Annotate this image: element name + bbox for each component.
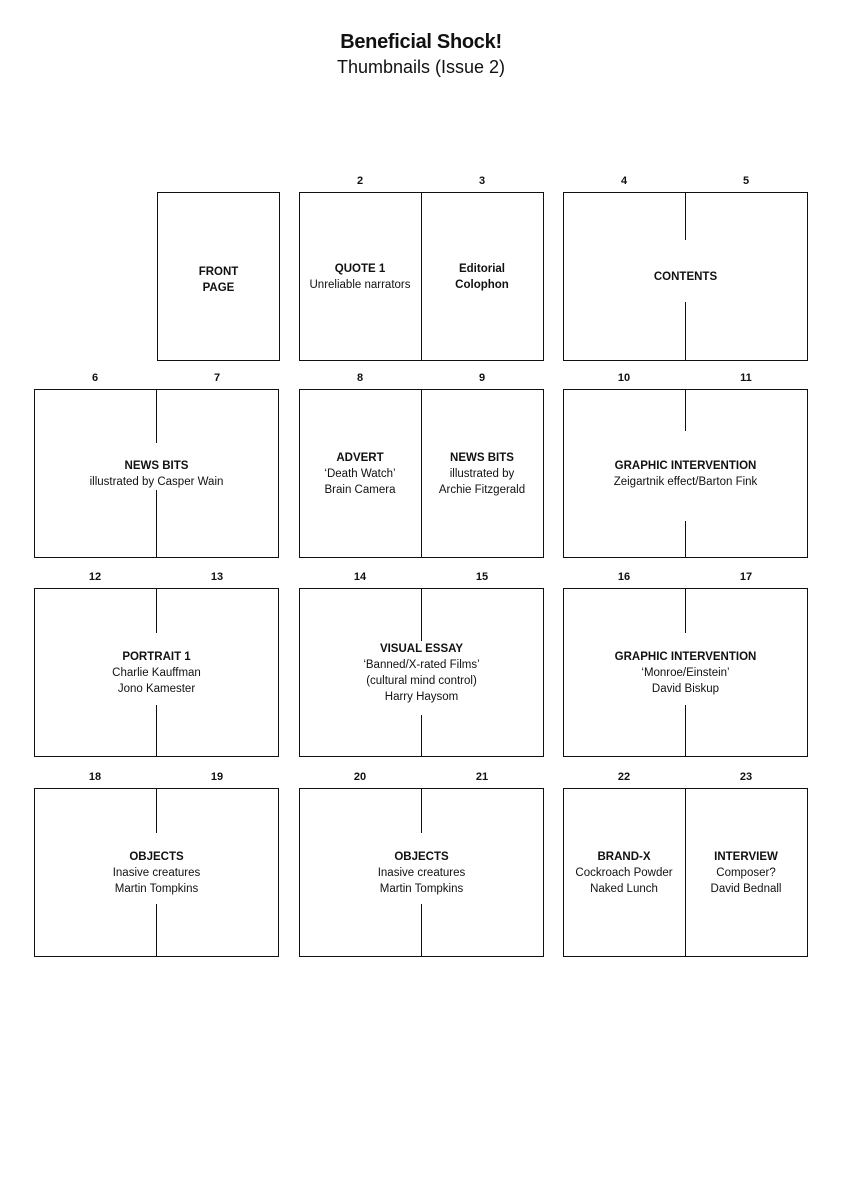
label-line: Cockroach Powder [575,866,673,879]
page-number: 17 [739,571,753,583]
label-line: Archie Fitzgerald [438,483,526,496]
label-heading: Editorial [458,262,505,275]
thumbnail-label: VISUAL ESSAY ‘Banned/X-rated Films’ (cultu… [363,640,480,705]
thumbnail-label: NEWS BITS illustrated by Archie Fitzgerald [439,450,525,498]
spine-line [156,485,157,558]
page-number: 6 [91,372,99,384]
page-header: Beneficial Shock! Thumbnails (Issue 2) [0,30,842,79]
label-line: Zeigartnik effect/Barton Fink [613,475,758,488]
page-number: 7 [213,372,221,384]
label-heading: GRAPHIC INTERVENTION [614,650,757,663]
single-page-thumbnail [157,192,280,361]
page-number: 16 [617,571,631,583]
page-number: 22 [617,771,631,783]
thumbnail-label: GRAPHIC INTERVENTION ‘Monroe/Einstein’ Dav… [614,648,757,697]
label-line: Jono Kamester [117,682,196,695]
page-number: 10 [617,372,631,384]
page-number: 2 [356,175,364,187]
spine-line [685,705,686,757]
label-line: Brain Camera [324,483,396,496]
page-number: 20 [353,771,367,783]
page-number: 23 [739,771,753,783]
spine-line [421,588,422,645]
label-line: ‘Monroe/Einstein’ [641,666,730,679]
label-line: Inasive creatures [112,866,201,879]
page-number: 3 [478,175,486,187]
spine-line [685,521,686,558]
label-line: David Biskup [651,682,720,695]
label-heading: BRAND-X [597,850,651,863]
label-line: David Bednall [710,882,782,895]
page-number: 12 [88,571,102,583]
label-heading: FRONT [198,265,239,278]
label-heading: GRAPHIC INTERVENTION [614,459,757,472]
label-heading: QUOTE 1 [334,262,386,275]
page-title: Beneficial Shock! [340,31,502,53]
label-heading: PORTRAIT 1 [122,650,191,663]
label-line: Harry Haysom [384,690,459,703]
label-line: Inasive creatures [377,866,466,879]
page-subtitle: Thumbnails (Issue 2) [336,57,506,77]
label-line: Unreliable narrators [309,278,411,291]
page-number: 14 [353,571,367,583]
page-number: 15 [475,571,489,583]
page-number: 8 [356,372,364,384]
page-number: 18 [88,771,102,783]
spine-line [156,389,157,443]
label-line: Charlie Kauffman [112,666,201,679]
label-line: (cultural mind control) [366,674,477,687]
page-number: 19 [210,771,224,783]
label-heading: OBJECTS [129,850,184,863]
label-line: illustrated by Casper Wain [89,475,224,488]
thumbnail-label: INTERVIEW Composer? David Bednall [711,849,782,897]
label-heading: NEWS BITS [450,451,514,464]
page-number: 21 [475,771,489,783]
label-line: Composer? [716,866,776,879]
spine-line [421,904,422,957]
label-line: ‘Death Watch’ [324,467,396,480]
label-heading: VISUAL ESSAY [379,642,464,655]
label-line: ‘Banned/X-rated Films’ [363,658,480,671]
thumbnail-label: GRAPHIC INTERVENTION Zeigartnik effect/Ba… [613,457,758,490]
spine-line [421,715,422,757]
spine-line [421,192,422,361]
spine-line [156,788,157,833]
spine-line [685,788,686,957]
label-heading: INTERVIEW [714,850,778,863]
page-number: 11 [740,372,752,384]
thumbnail-label: ADVERT ‘Death Watch’ Brain Camera [324,450,395,498]
spine-line [156,588,157,633]
thumbnail-label: FRONT PAGE [199,264,239,296]
spine-line [421,788,422,833]
label-heading: OBJECTS [394,850,449,863]
page-number: 4 [620,175,628,187]
spine-line [685,588,686,633]
label-heading: CONTENTS [653,270,718,283]
spine-line [156,904,157,957]
label-line: PAGE [202,281,235,294]
spine-line [156,705,157,757]
page-number: 5 [742,175,750,187]
thumbnail-label: CONTENTS [653,268,718,285]
thumbnail-label: NEWS BITS illustrated by Casper Wain [89,457,224,490]
page-number: 9 [478,372,486,384]
spine-line [421,389,422,558]
spine-line [685,192,686,240]
label-line: illustrated by [449,467,515,480]
label-heading: ADVERT [336,451,384,464]
label-line: Martin Tompkins [114,882,199,895]
label-line: Naked Lunch [590,882,658,895]
thumbnail-label: QUOTE 1 Unreliable narrators [310,261,411,293]
page-number: 13 [210,571,224,583]
label-line: Colophon [455,278,509,291]
spine-line [685,389,686,431]
label-heading: NEWS BITS [124,459,189,472]
label-line: Martin Tompkins [379,882,464,895]
spine-line [685,302,686,361]
